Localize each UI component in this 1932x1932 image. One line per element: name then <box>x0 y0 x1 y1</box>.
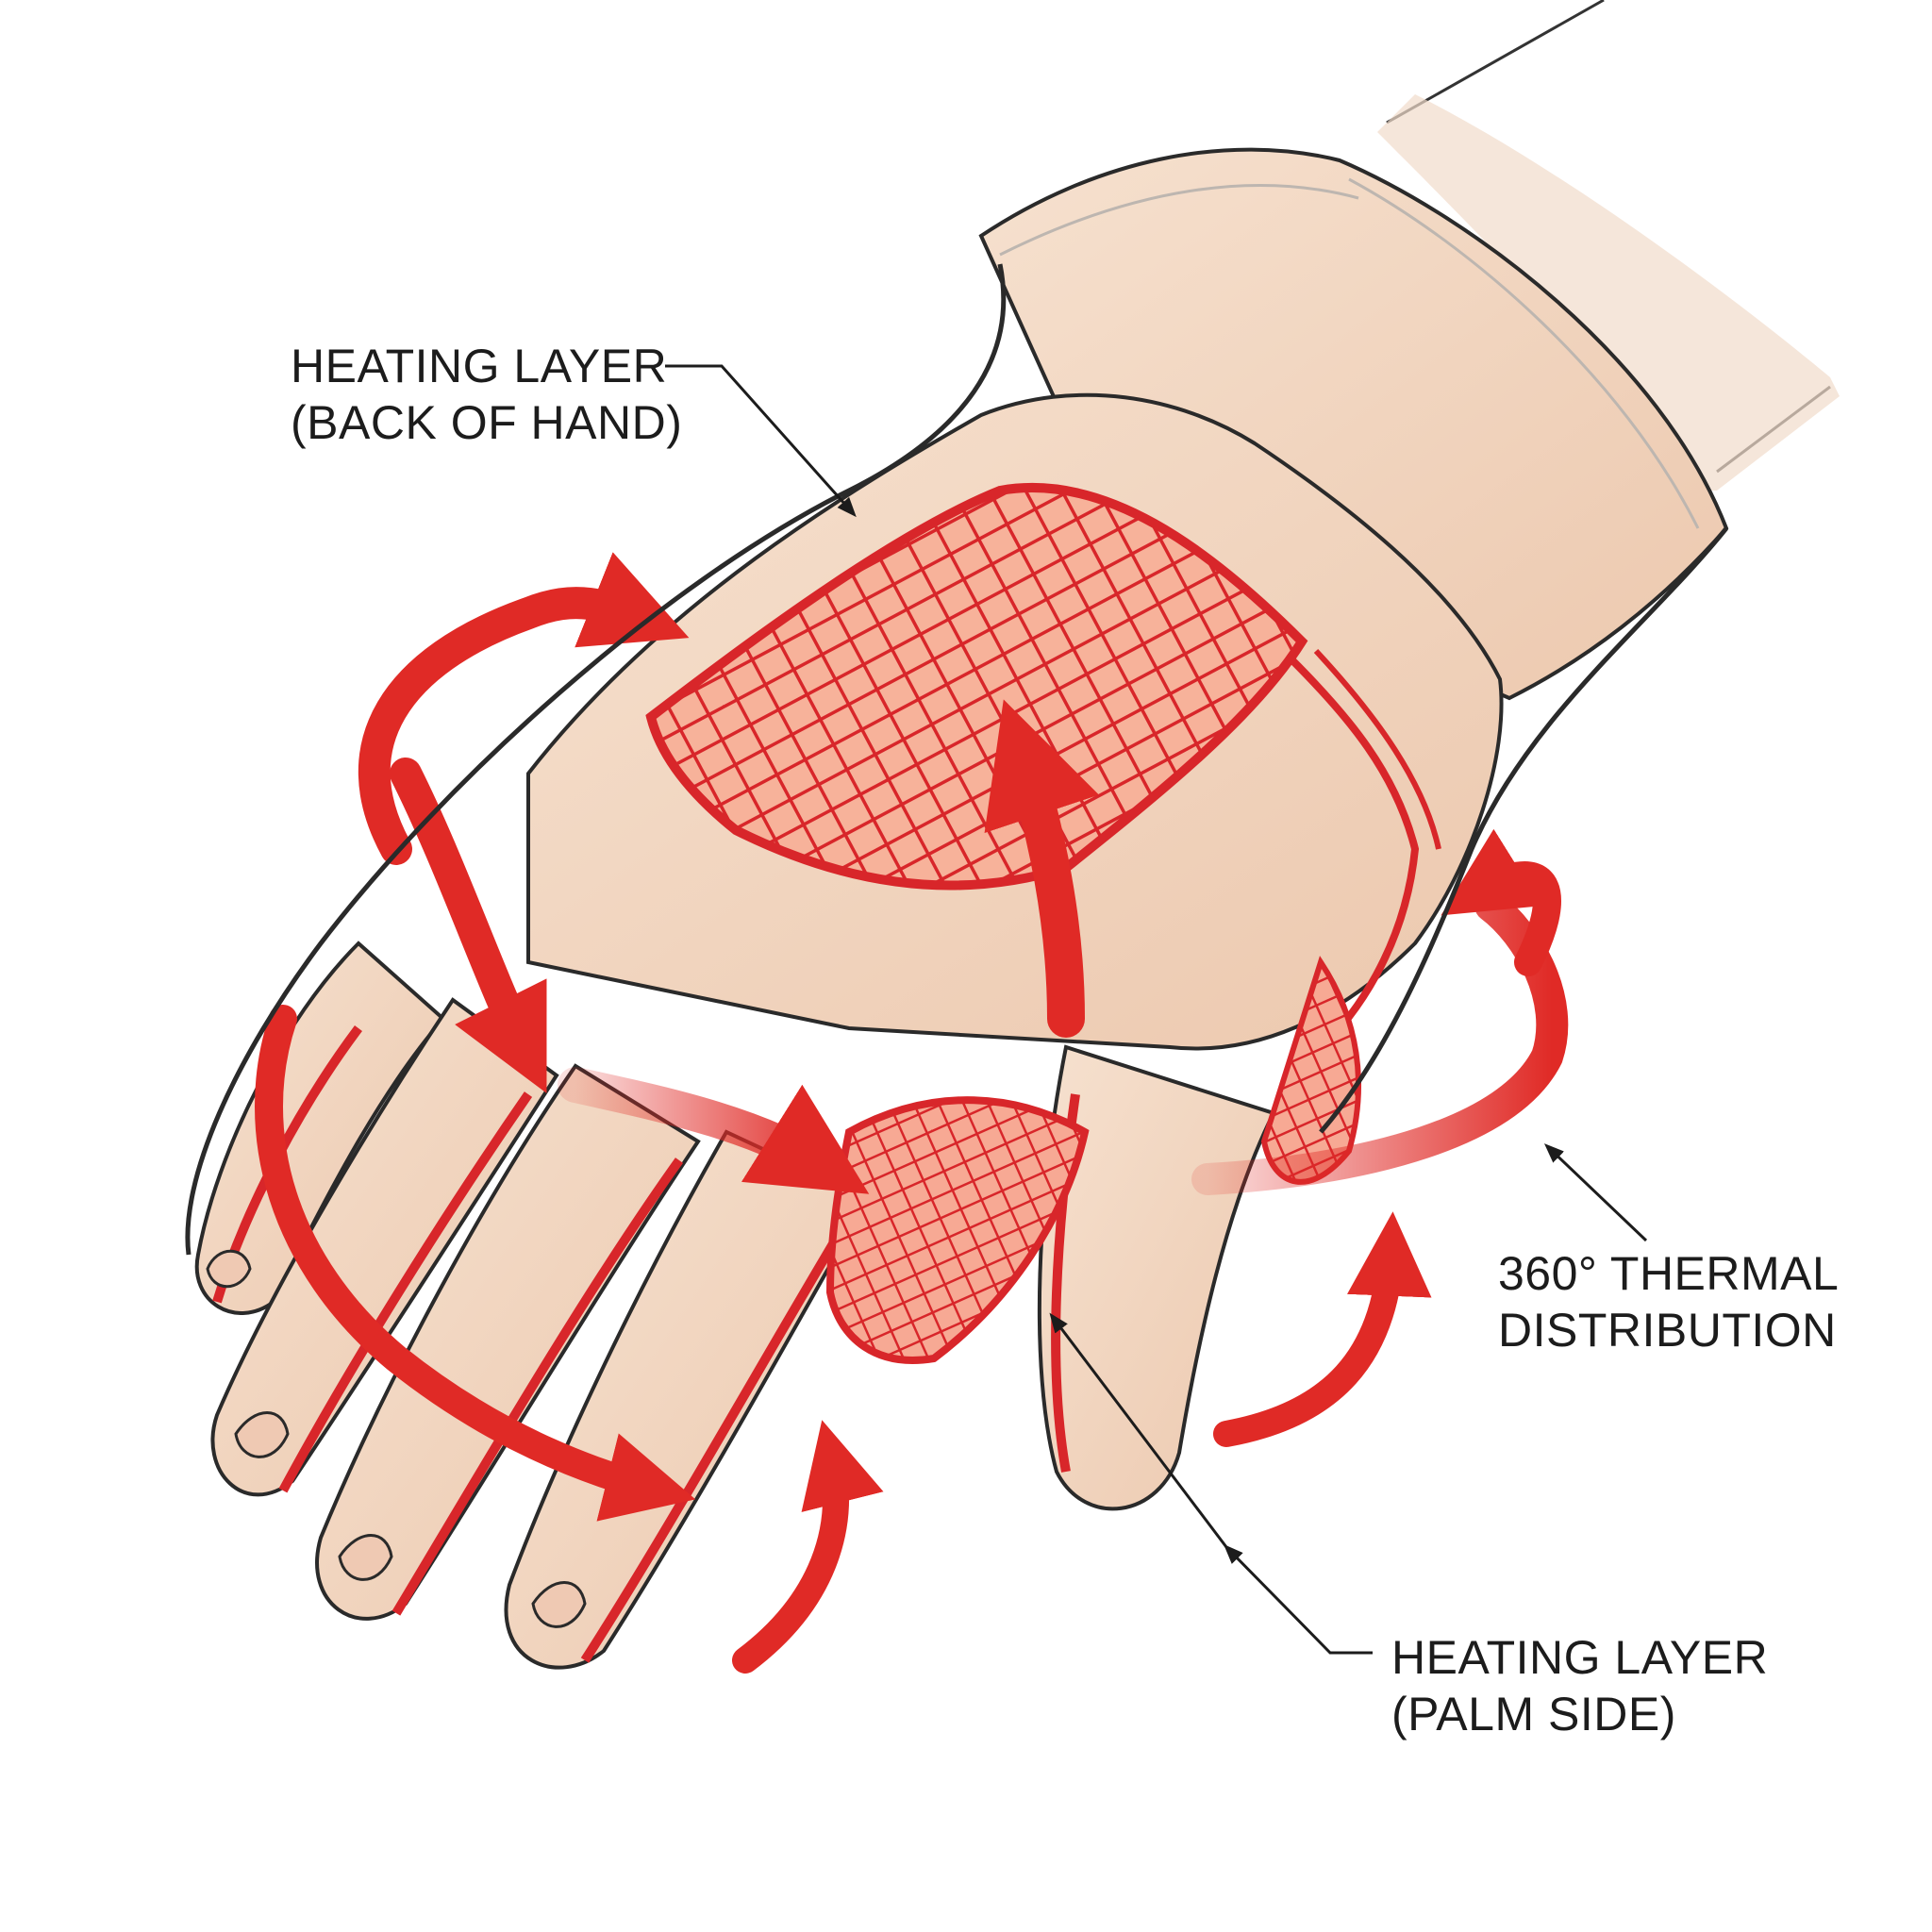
label-thermal-distribution: 360° THERMAL DISTRIBUTION <box>1498 1245 1839 1358</box>
index-finger <box>504 1129 871 1670</box>
arrow-wrap-top <box>358 552 690 865</box>
thermal-arrows <box>255 552 1569 1674</box>
fingernail <box>531 1581 587 1628</box>
label-line: HEATING LAYER <box>1391 1631 1769 1684</box>
label-line: HEATING LAYER <box>291 340 668 392</box>
arrow-wrist-right <box>1441 828 1561 976</box>
forearm <box>1377 0 1840 491</box>
label-line: 360° THERMAL <box>1498 1247 1840 1300</box>
glove-outline <box>185 263 1728 1256</box>
middle-finger <box>315 1063 701 1621</box>
arrow-up-back <box>984 699 1099 1038</box>
label-heating-layer-palm: HEATING LAYER (PALM SIDE) <box>1391 1629 1768 1742</box>
arrow-down-knuckle <box>390 758 547 1093</box>
arrow-wrap-fingers <box>255 1005 696 1522</box>
label-line: (BACK OF HAND) <box>291 396 683 449</box>
label-line: (PALM SIDE) <box>1391 1688 1676 1740</box>
glove-cuff <box>978 147 1729 701</box>
leader-lines <box>665 364 1648 1655</box>
leader-back-of-hand <box>665 364 857 518</box>
label-line: DISTRIBUTION <box>1498 1304 1837 1357</box>
ring-finger <box>210 997 559 1497</box>
label-heating-layer-back: HEATING LAYER (BACK OF HAND) <box>291 338 682 451</box>
arrow-across-fingers <box>558 1067 870 1194</box>
fingernail <box>206 1249 252 1289</box>
arrow-wrist-around <box>1191 890 1569 1195</box>
leader-palm-inner <box>1049 1312 1228 1548</box>
arrow-thumb-up <box>1213 1211 1432 1447</box>
fingernail <box>338 1534 393 1581</box>
arrow-under-fingers <box>732 1420 884 1674</box>
leader-thermal <box>1543 1143 1648 1242</box>
fingernail <box>234 1411 290 1458</box>
leader-palm-side <box>1224 1544 1373 1655</box>
